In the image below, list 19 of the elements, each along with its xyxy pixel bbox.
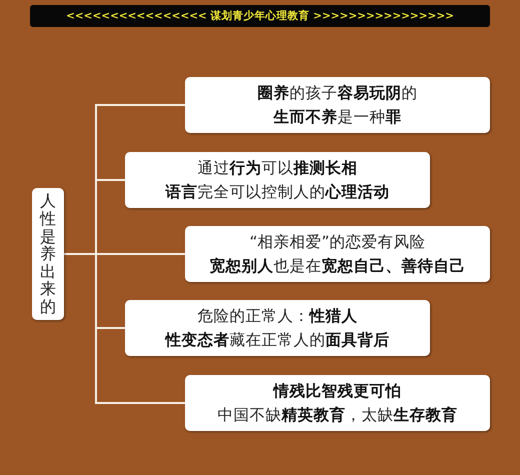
topic-box <box>185 375 490 431</box>
topic-text: 危险的正常人：性猎人 <box>198 306 358 327</box>
root-topic-box <box>32 188 64 320</box>
root-topic-text: 人性是养出来的 <box>40 192 56 316</box>
topic-text: 中国不缺精英教育，太缺生存教育 <box>218 405 458 426</box>
connector-line <box>64 253 185 404</box>
topic-text: 情残比智残更可怕 <box>274 381 402 402</box>
topic-text: 性变态者藏在正常人的面具背后 <box>166 330 390 351</box>
topic-text: 宽恕别人也是在宽恕自己、善待自己 <box>210 256 466 277</box>
topic-text: 圈养的孩子容易玩阴的 <box>258 83 418 104</box>
title-banner: <<<<<<<<<<<<<<<< 谋划青少年心理教育 >>>>>>>>>>>>>>>> <box>30 5 490 27</box>
topic-box <box>125 300 430 356</box>
topic-text: 语言完全可以控制人的心理活动 <box>166 182 390 203</box>
topic-box <box>185 226 490 282</box>
topic-text: 生而不养是一种罪 <box>274 107 402 128</box>
topic-box <box>125 152 430 208</box>
topic-text: “相亲相爱”的恋爱有风险 <box>249 232 426 253</box>
topic-text: 通过行为可以推测长相 <box>198 158 358 179</box>
topic-box <box>185 77 490 133</box>
